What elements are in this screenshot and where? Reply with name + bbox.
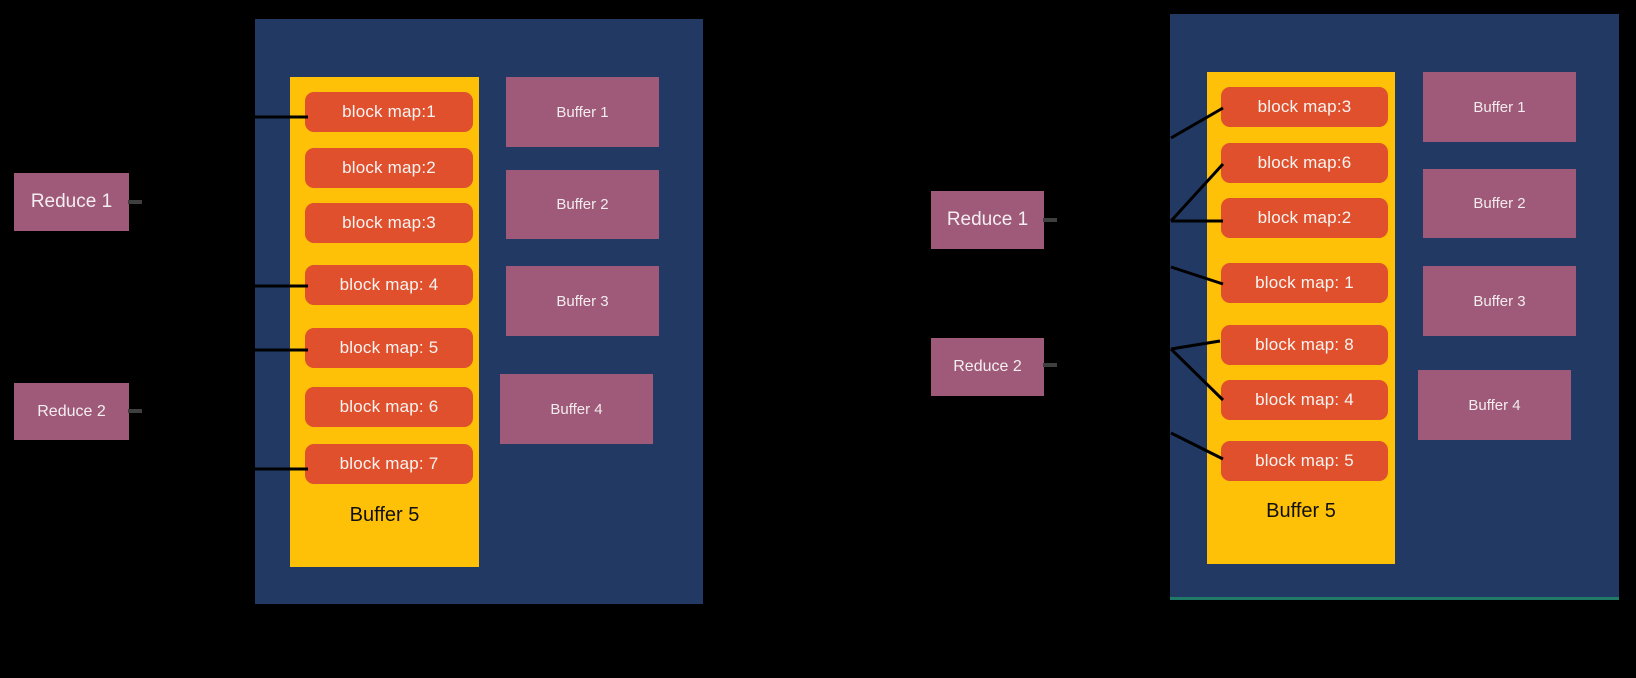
left-reduce2-node: Reduce 2 [14, 383, 129, 440]
block-map-label: block map: 4 [1255, 390, 1354, 409]
left-buffer5-label: Buffer 5 [349, 504, 420, 526]
right-buffer-node: Buffer 1 [1423, 72, 1576, 142]
right-block-map-node: block map: 4 [1221, 380, 1388, 420]
block-map-label: block map:3 [1257, 97, 1352, 116]
block-map-label: block map: 5 [1255, 451, 1354, 470]
right-block-map-node: block map: 5 [1221, 441, 1388, 481]
left-buffer-node: Buffer 1 [506, 77, 659, 147]
left-reduce1-node: Reduce 1 [14, 173, 129, 231]
block-map-label: block map:3 [342, 213, 436, 232]
right-buffer-node: Buffer 2 [1423, 169, 1576, 238]
right-block-map-node: block map: 1 [1221, 263, 1388, 303]
left-buffer-node: Buffer 4 [500, 374, 653, 444]
block-map-label: block map: 5 [339, 338, 439, 357]
buffer-label: Buffer 2 [556, 196, 609, 213]
block-map-label: block map:6 [1257, 153, 1352, 172]
block-map-label: block map: 8 [1255, 335, 1354, 354]
right-buffer5-label: Buffer 5 [1266, 500, 1336, 522]
buffer-label: Buffer 2 [1473, 195, 1526, 212]
reduce-label: Reduce 1 [946, 209, 1029, 230]
reduce-label: Reduce 1 [30, 191, 113, 212]
block-map-label: block map: 6 [339, 397, 439, 416]
buffer-label: Buffer 4 [1468, 396, 1521, 414]
buffer-label: Buffer 4 [550, 400, 603, 418]
block-map-label: block map:1 [342, 102, 436, 121]
buffer-label: Buffer 1 [556, 103, 609, 121]
right-buffer-node: Buffer 3 [1423, 266, 1576, 336]
right-block-map-node: block map:6 [1221, 143, 1388, 183]
left-block-map-node: block map:1 [305, 92, 473, 132]
block-map-label: block map: 1 [1255, 273, 1354, 292]
right-block-map-node: block map: 8 [1221, 325, 1388, 365]
right-buffer-node: Buffer 4 [1418, 370, 1571, 440]
left-block-map-node: block map: 7 [305, 444, 473, 484]
left-block-map-node: block map: 6 [305, 387, 473, 427]
block-map-label: block map: 4 [339, 275, 439, 294]
left-block-map-node: block map: 5 [305, 328, 473, 368]
right-reduce1-node: Reduce 1 [931, 191, 1044, 249]
left-buffer-node: Buffer 3 [506, 266, 659, 336]
left-block-map-node: block map:2 [305, 148, 473, 188]
block-map-label: block map:2 [1257, 208, 1352, 227]
left-block-map-node: block map: 4 [305, 265, 473, 305]
block-map-label: block map:2 [342, 158, 436, 177]
right-reduce2-node: Reduce 2 [931, 338, 1044, 396]
right-block-map-node: block map:2 [1221, 198, 1388, 238]
right-block-map-node: block map:3 [1221, 87, 1388, 127]
block-map-label: block map: 7 [339, 454, 439, 473]
left-block-map-node: block map:3 [305, 203, 473, 243]
reduce-label: Reduce 2 [37, 402, 106, 420]
buffer-label: Buffer 3 [1473, 292, 1526, 310]
reduce-label: Reduce 2 [953, 358, 1022, 375]
buffer-label: Buffer 3 [556, 292, 609, 310]
buffer-label: Buffer 1 [1473, 98, 1526, 116]
left-buffer-node: Buffer 2 [506, 170, 659, 239]
